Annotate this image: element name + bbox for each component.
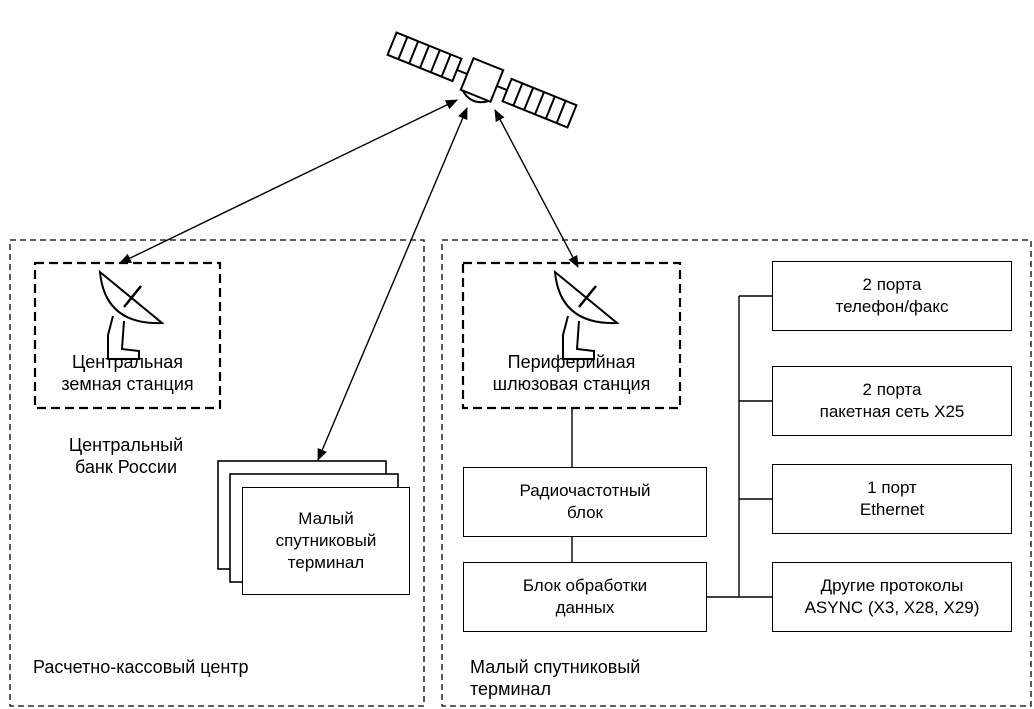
terminal-label-line1: Малый [298,509,354,528]
port-label-line1: 2 порта [862,380,922,399]
dish-antenna-icon [553,269,620,360]
right-region-caption: Малый спутниковый терминал [470,656,640,700]
gateway-station-label-line2: шлюзовая станция [492,374,651,394]
port-label-line1: 1 порт [867,478,917,497]
terminal-label-line2: спутниковый [275,531,377,550]
terminal-label-line3: терминал [287,553,365,572]
bank-label-line1: Центральный [68,435,184,455]
right-region-frame [441,239,1032,707]
gateway-station-label-line1: Периферийная [507,352,636,372]
rf-block-box: Радиочастотный блок [463,467,707,537]
port-label-line1: Другие протоколы [820,576,964,595]
link-arrow-gateway-station [494,109,579,268]
port-label-line2: пакетная сеть X25 [819,402,965,421]
gateway-station-label: Периферийная шлюзовая станция [463,351,680,395]
left-region-caption: Расчетно-кассовый центр [33,657,249,677]
small-satellite-terminal-box: Малый спутниковый терминал [242,487,410,595]
port-label-line1: 2 порта [862,275,922,294]
data-block-label-line1: Блок обработки [522,576,648,595]
port-box-ethernet: 1 порт Ethernet [772,464,1012,534]
port-box-x25: 2 порта пакетная сеть X25 [772,366,1012,436]
data-block-label-line2: данных [555,598,615,617]
rf-block-label-line2: блок [567,503,603,522]
bank-label: Центральный банк России [46,434,206,478]
port-box-async: Другие протоколы ASYNC (X3, X28, X29) [772,562,1012,632]
right-region-caption-line1: Малый спутниковый [470,657,641,677]
dish-antenna-icon [98,269,165,360]
port-label-line2: телефон/факс [835,297,949,316]
port-box-phone-fax: 2 порта телефон/факс [772,261,1012,331]
port-label-line2: ASYNC (X3, X28, X29) [804,598,980,617]
port-label-line2: Ethernet [859,500,925,519]
rf-block-label-line1: Радиочастотный [519,481,651,500]
central-station-label: Центральная земная станция [35,351,220,395]
central-station-label-line1: Центральная [71,352,184,372]
link-arrow-central-station [119,99,458,264]
central-station-label-line2: земная станция [61,374,194,394]
link-arrow-small-terminal [317,107,468,461]
data-processing-block-box: Блок обработки данных [463,562,707,632]
right-region-caption-line2: терминал [470,679,551,699]
bank-label-line2: банк России [74,457,178,477]
